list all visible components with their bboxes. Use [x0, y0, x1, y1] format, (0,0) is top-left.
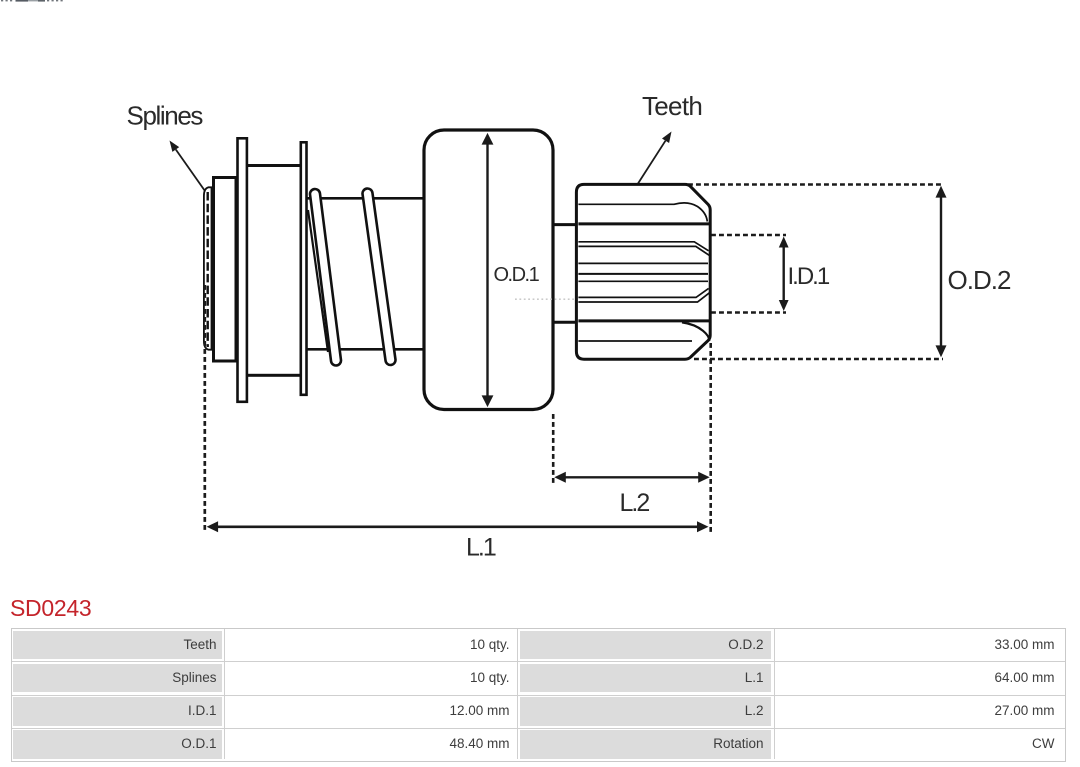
svg-text:I.D.1: I.D.1 — [788, 263, 830, 290]
svg-text:O.D.2: O.D.2 — [948, 265, 1011, 295]
svg-text:L.1: L.1 — [466, 534, 496, 562]
svg-text:O.D.1: O.D.1 — [494, 264, 540, 286]
svg-text:L.2: L.2 — [620, 489, 650, 517]
svg-text:Splines: Splines — [127, 101, 204, 131]
svg-text:Teeth: Teeth — [642, 91, 702, 121]
